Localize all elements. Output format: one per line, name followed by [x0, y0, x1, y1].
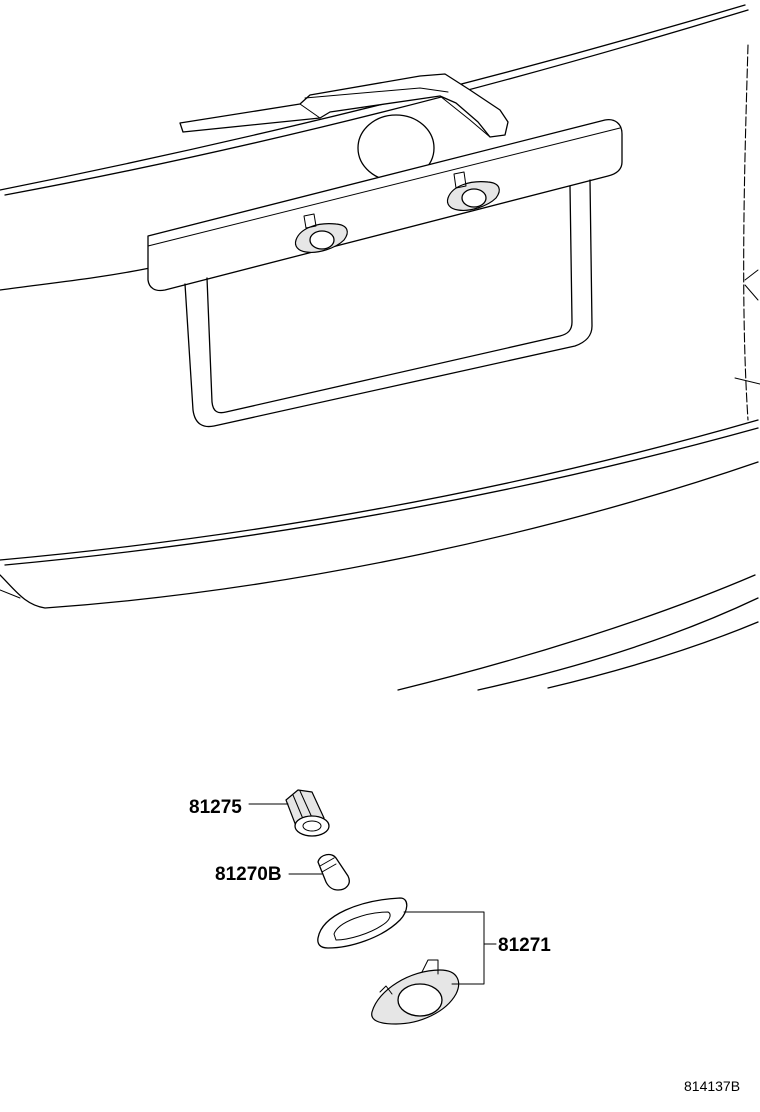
lamp-gasket [317, 897, 408, 949]
leader-lines [248, 803, 497, 985]
bulb-part [317, 853, 350, 891]
rear-wiper [179, 73, 509, 138]
lamp-lens [371, 959, 460, 1025]
socket-part [285, 789, 330, 837]
back-door-illustration [0, 4, 760, 691]
installed-license-lamp-right [446, 171, 500, 211]
license-garnish [147, 118, 623, 292]
callout-81271: 81271 [498, 935, 551, 956]
callout-81270B: 81270B [215, 864, 282, 885]
installed-license-lamp-left [294, 213, 348, 253]
license-plate-recess [184, 179, 593, 428]
callout-81275: 81275 [189, 797, 242, 818]
figure-number: 814137B [684, 1078, 740, 1094]
